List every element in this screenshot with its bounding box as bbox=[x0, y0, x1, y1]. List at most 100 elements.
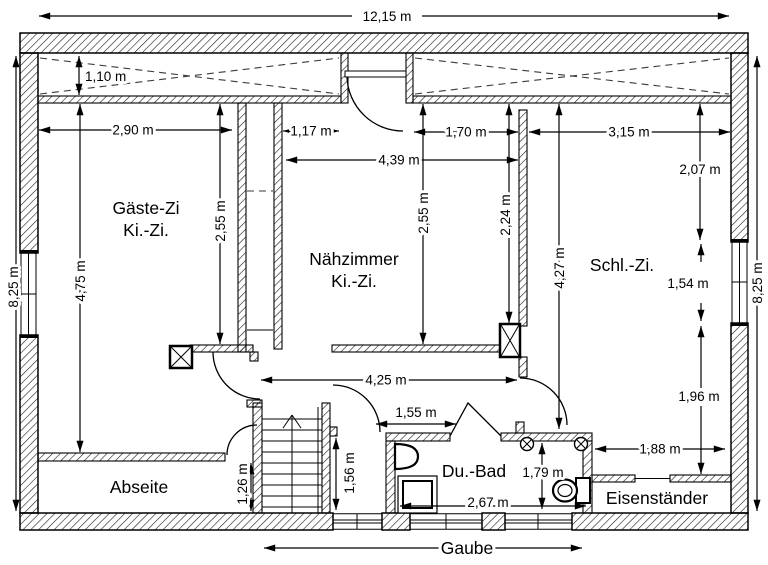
attic-door-leaf bbox=[344, 70, 407, 78]
stair-wall-left bbox=[252, 402, 263, 514]
wall-bottom-left bbox=[19, 512, 334, 531]
bad-door-leaf bbox=[449, 401, 502, 437]
abseite-wall bbox=[37, 452, 226, 462]
wall-right-lower bbox=[730, 322, 749, 514]
svg-text:2,67 m: 2,67 m bbox=[467, 495, 508, 510]
dim-height-left: 8,25 m bbox=[3, 56, 24, 511]
svg-text:1,55 m: 1,55 m bbox=[395, 405, 436, 420]
label-gaeste-ki-zi: Ki.-Zi. bbox=[123, 220, 169, 240]
shower bbox=[397, 475, 438, 514]
bad-west-wall bbox=[385, 440, 396, 514]
dim-naeh-width: 4,39 m bbox=[286, 150, 518, 171]
svg-text:4,75 m: 4,75 m bbox=[73, 260, 88, 301]
eisen-wall-left bbox=[591, 474, 636, 483]
dim-bad-height: 1,79 m bbox=[519, 443, 567, 509]
stair-door-jamb bbox=[329, 426, 338, 437]
dim-closet-width: 1,17 m bbox=[283, 121, 339, 142]
outer-walls bbox=[19, 32, 749, 531]
svg-text:2,55 m: 2,55 m bbox=[213, 200, 228, 241]
label-eisenstaender: Eisenständer bbox=[606, 488, 708, 508]
window-gaube-2 bbox=[410, 513, 482, 530]
dim-kniestock: 1,10 m bbox=[75, 56, 129, 95]
label-naehzimmer: Nähzimmer bbox=[309, 249, 399, 269]
label-du-bad: Du.-Bad bbox=[442, 461, 506, 481]
naeh-south-wall bbox=[331, 344, 502, 353]
window-left bbox=[20, 250, 38, 338]
svg-text:1,17 m: 1,17 m bbox=[290, 124, 331, 139]
chimney-left bbox=[168, 344, 194, 370]
dim-total-width: 12,15 m bbox=[39, 6, 729, 27]
label-naeh-ki-zi: Ki.-Zi. bbox=[331, 271, 377, 291]
window-right bbox=[731, 239, 748, 326]
dim-gaeste-width: 2,90 m bbox=[39, 120, 232, 141]
staircase bbox=[262, 407, 322, 513]
knee-wall-right bbox=[412, 95, 732, 104]
stair-direction-arrow bbox=[282, 414, 302, 513]
dim-hall-passage: 1,55 m bbox=[376, 402, 456, 428]
dim-naeh-right-width: 1,70 m bbox=[414, 122, 518, 143]
schlaf-west-wall bbox=[518, 109, 528, 327]
dim-schlaf-upper: 2,07 m bbox=[676, 104, 724, 240]
svg-text:4,27 m: 4,27 m bbox=[552, 247, 567, 288]
svg-text:1,96 m: 1,96 m bbox=[678, 389, 719, 404]
attic-door-swing bbox=[346, 76, 404, 132]
label-schlafzimmer: Schl.-Zi. bbox=[590, 255, 654, 275]
wall-top bbox=[19, 32, 749, 54]
label-gaeste-zi: Gäste-Zi bbox=[112, 198, 179, 218]
dim-naeh-right-height: 2,24 m bbox=[495, 104, 516, 323]
dim-gaeste-full-height: 4,75 m bbox=[70, 104, 91, 452]
dim-eisen-width: 1,88 m bbox=[595, 439, 725, 460]
dim-gaeste-height: 2,55 m bbox=[210, 104, 231, 344]
abseite-door-swing bbox=[226, 424, 258, 456]
windows bbox=[20, 239, 748, 530]
dim-schlaf-lower: 1,96 m bbox=[675, 326, 723, 474]
schlaf-door-swing bbox=[519, 377, 568, 426]
chimney-right bbox=[498, 322, 522, 359]
svg-text:1,10 m: 1,10 m bbox=[85, 69, 126, 84]
room-labels: Gäste-Zi Ki.-Zi. Nähzimmer Ki.-Zi. Schl.… bbox=[110, 198, 708, 508]
closet-wall-right bbox=[273, 102, 283, 350]
label-gaube: Gaube bbox=[441, 538, 494, 558]
svg-text:2,90 m: 2,90 m bbox=[112, 123, 153, 138]
svg-text:2,24 m: 2,24 m bbox=[498, 194, 513, 235]
dim-hall-width: 4,25 m bbox=[261, 370, 517, 391]
gaeste-door-swing bbox=[212, 351, 261, 400]
label-abseite: Abseite bbox=[110, 477, 168, 497]
gaeste-south-wall bbox=[189, 344, 254, 353]
svg-text:1,54 m: 1,54 m bbox=[667, 276, 708, 291]
svg-text:1,88 m: 1,88 m bbox=[639, 442, 680, 457]
svg-text:4,39 m: 4,39 m bbox=[378, 153, 419, 168]
bad-north-wall-right bbox=[500, 432, 593, 442]
svg-text:1,70 m: 1,70 m bbox=[445, 125, 486, 140]
roof-strip-bracing bbox=[39, 57, 730, 95]
dim-abseite-depth: 1,26 m bbox=[232, 460, 255, 511]
schlaf-west-wall-lower bbox=[518, 356, 528, 378]
dim-bad-width: 2,67 m bbox=[400, 492, 586, 513]
dim-height-right: 8,25 m bbox=[747, 56, 768, 511]
dim-stair-front: 1,56 m bbox=[332, 438, 360, 510]
schlaf-door-jamb bbox=[515, 421, 525, 434]
sink bbox=[393, 442, 420, 471]
wall-bottom-right bbox=[571, 512, 749, 531]
svg-text:2,55 m: 2,55 m bbox=[416, 192, 431, 233]
svg-text:8,25 m: 8,25 m bbox=[750, 262, 765, 303]
window-gaube-1 bbox=[333, 513, 382, 530]
knee-wall-left bbox=[37, 95, 342, 104]
wall-right-upper bbox=[730, 52, 749, 243]
svg-text:3,15 m: 3,15 m bbox=[608, 125, 649, 140]
stair-wall-right bbox=[321, 402, 331, 514]
svg-text:1,56 m: 1,56 m bbox=[342, 452, 357, 493]
vent-symbol-1 bbox=[519, 436, 535, 452]
toilet bbox=[551, 477, 591, 504]
gaeste-wall-notch bbox=[249, 351, 259, 362]
dim-naeh-height: 2,55 m bbox=[413, 104, 434, 344]
svg-text:8,25 m: 8,25 m bbox=[6, 266, 21, 307]
svg-text:2,07 m: 2,07 m bbox=[679, 162, 720, 177]
dimensions: 12,15 m 1,10 m 2,90 m 1,17 m 1,70 m 3,15… bbox=[3, 6, 768, 561]
svg-text:1,26 m: 1,26 m bbox=[235, 463, 250, 504]
closet-wall-left bbox=[237, 102, 247, 353]
dim-gaube: Gaube bbox=[264, 535, 582, 561]
svg-text:4,25 m: 4,25 m bbox=[365, 373, 406, 388]
